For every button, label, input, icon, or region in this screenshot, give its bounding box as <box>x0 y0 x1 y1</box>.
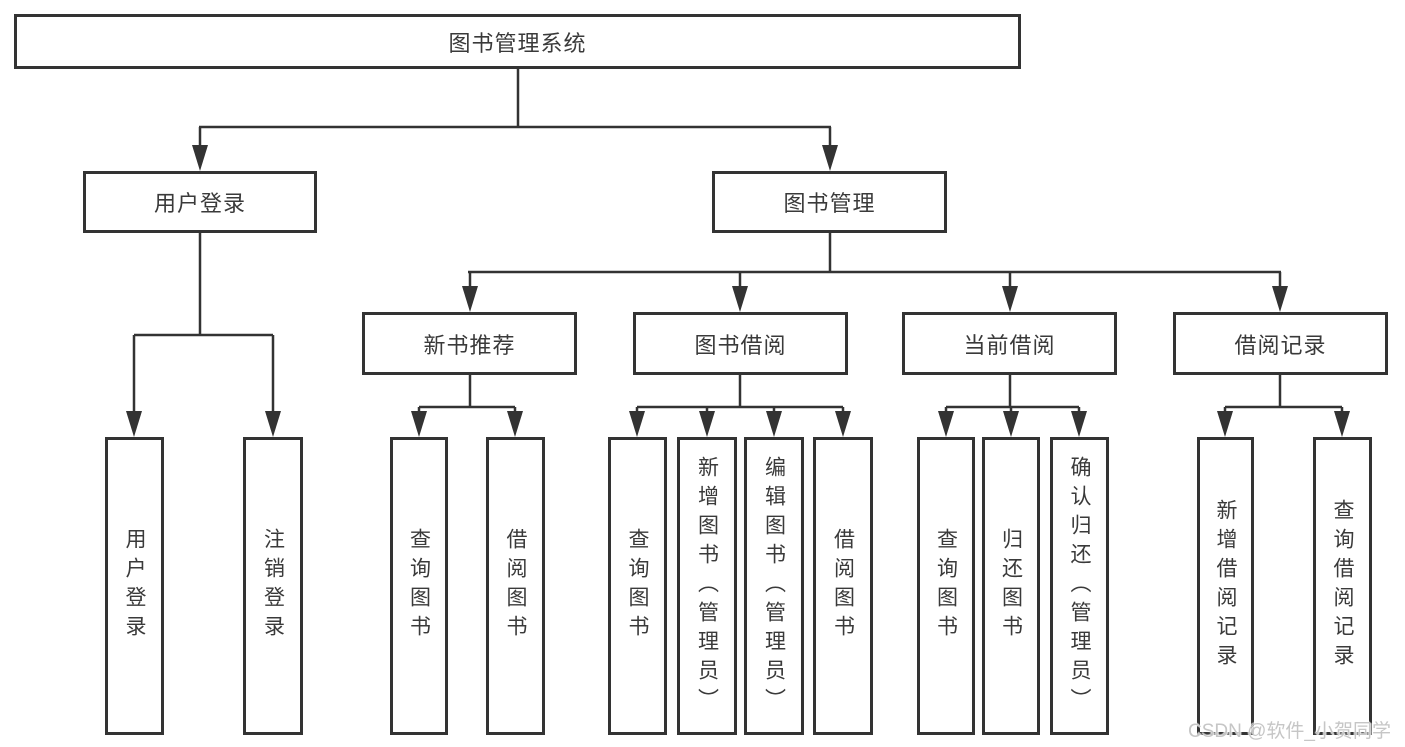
node-book-management: 图书管理 <box>712 171 947 233</box>
connector-current-to-leaves <box>944 375 1081 416</box>
leaf-confirm-return-admin-label: 确认归还（管理员） <box>1068 455 1091 717</box>
connector-bookmgmt-to-level3 <box>468 233 1282 291</box>
leaf-return-book-label: 归还图书 <box>999 528 1023 644</box>
leaf-add-book-admin-label: 新增图书（管理员） <box>695 455 719 717</box>
connector-newbook-to-leaves <box>417 375 517 416</box>
leaf-edit-book-admin-label: 编辑图书（管理员） <box>762 455 786 717</box>
leaf-logout: 注销登录 <box>243 437 303 735</box>
leaf-query-book-1: 查询图书 <box>390 437 448 735</box>
leaf-query-book-2: 查询图书 <box>608 437 667 735</box>
leaf-query-book-2-label: 查询图书 <box>626 528 649 644</box>
node-new-book-recommend: 新书推荐 <box>362 312 577 375</box>
leaf-query-book-3: 查询图书 <box>917 437 975 735</box>
leaf-query-borrow-record: 查询借阅记录 <box>1313 437 1372 735</box>
leaf-query-book-1-label: 查询图书 <box>407 528 431 644</box>
leaf-borrow-book-1-label: 借阅图书 <box>504 528 527 644</box>
connector-borrow-to-leaves <box>635 375 845 416</box>
leaf-add-book-admin: 新增图书（管理员） <box>677 437 737 735</box>
leaf-borrow-book-2: 借阅图书 <box>813 437 873 735</box>
node-borrow-records: 借阅记录 <box>1173 312 1388 375</box>
leaf-user-login: 用户登录 <box>105 437 164 735</box>
leaf-confirm-return-admin: 确认归还（管理员） <box>1050 437 1109 735</box>
leaf-user-login-label: 用户登录 <box>123 528 146 644</box>
connector-records-to-leaves <box>1223 375 1344 416</box>
node-user-login: 用户登录 <box>83 171 317 233</box>
node-current-borrow: 当前借阅 <box>902 312 1117 375</box>
leaf-add-borrow-record: 新增借阅记录 <box>1197 437 1254 735</box>
leaf-return-book: 归还图书 <box>982 437 1040 735</box>
leaf-borrow-book-1: 借阅图书 <box>486 437 545 735</box>
node-root: 图书管理系统 <box>14 14 1021 69</box>
leaf-logout-label: 注销登录 <box>261 528 285 644</box>
connector-root-to-level2 <box>198 67 832 150</box>
leaf-add-borrow-record-label: 新增借阅记录 <box>1214 499 1237 673</box>
watermark: CSDN @软件_小贺同学 <box>1188 721 1391 742</box>
connector-userlogin-to-leaves <box>132 233 275 416</box>
leaf-edit-book-admin: 编辑图书（管理员） <box>744 437 804 735</box>
leaf-query-borrow-record-label: 查询借阅记录 <box>1331 499 1354 673</box>
leaf-query-book-3-label: 查询图书 <box>934 528 958 644</box>
leaf-borrow-book-2-label: 借阅图书 <box>831 528 855 644</box>
node-book-borrow: 图书借阅 <box>633 312 848 375</box>
